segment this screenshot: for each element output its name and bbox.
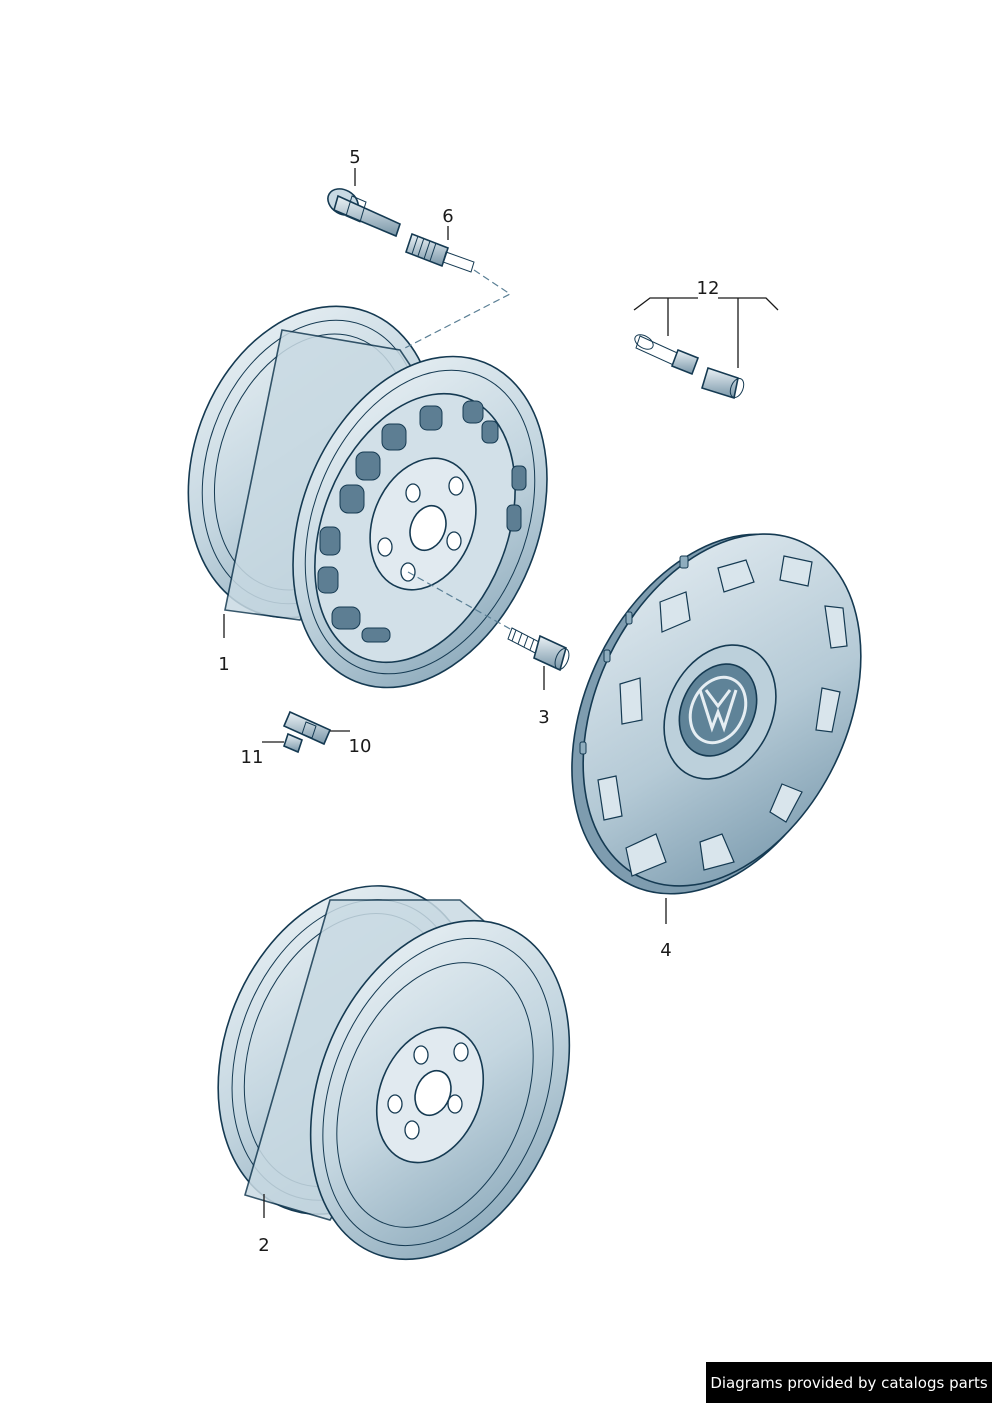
hub-cap-clips bbox=[579, 555, 689, 755]
callout-12: 12 bbox=[697, 278, 720, 299]
hub-cap-vents bbox=[597, 555, 848, 877]
assembly-lines bbox=[404, 269, 513, 631]
hub-cap bbox=[571, 533, 862, 895]
steel-wheel-2 bbox=[217, 885, 571, 1261]
balance-weight bbox=[282, 710, 332, 746]
wheel-1-bolt-holes bbox=[377, 476, 464, 582]
callout-2: 2 bbox=[258, 1235, 269, 1256]
callout-3: 3 bbox=[538, 707, 549, 728]
vw-logo bbox=[688, 675, 748, 745]
wheel-1-cutouts bbox=[317, 400, 527, 643]
leader-lines bbox=[223, 168, 779, 1218]
steel-wheel-1 bbox=[187, 305, 548, 689]
credit-banner: Diagrams provided by catalogs parts bbox=[706, 1362, 992, 1403]
callout-1: 1 bbox=[218, 654, 229, 675]
wheel-2-bolt-holes bbox=[387, 1042, 469, 1140]
callout-10: 10 bbox=[349, 736, 372, 757]
callout-5: 5 bbox=[349, 147, 360, 168]
callout-6: 6 bbox=[442, 206, 453, 227]
valve-insert bbox=[405, 232, 475, 273]
callout-4: 4 bbox=[660, 940, 671, 961]
wheel-bolt bbox=[507, 627, 570, 672]
tyre-valve bbox=[327, 188, 401, 238]
callout-11: 11 bbox=[241, 747, 264, 768]
locking-bolt-set bbox=[634, 334, 745, 400]
callouts: 5 6 12 1 3 10 11 4 2 bbox=[218, 147, 719, 1256]
balance-weight-clip bbox=[283, 732, 303, 754]
